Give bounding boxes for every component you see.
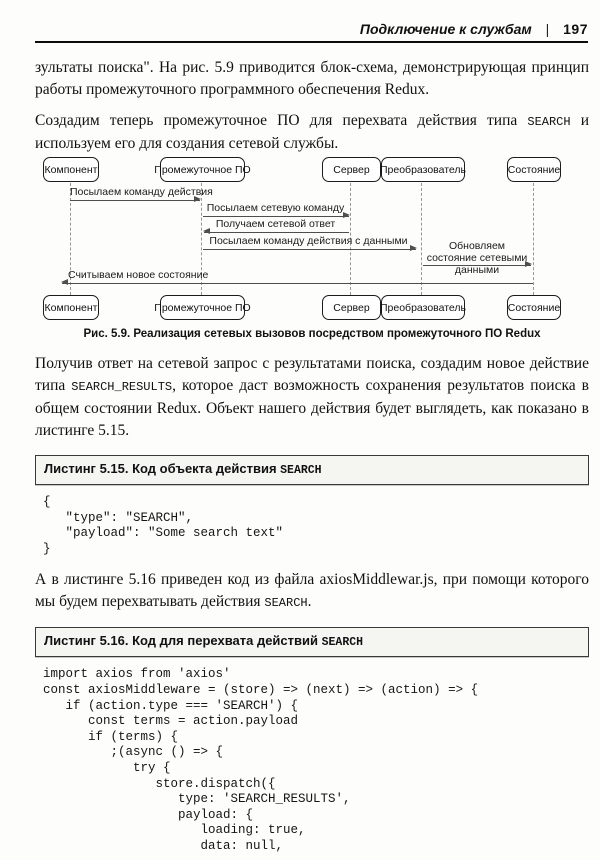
header-rule: [35, 41, 588, 43]
listing-5-16-header: Листинг 5.16. Код для перехвата действий…: [35, 627, 589, 658]
actor-box-middleware-bottom: Промежуточное ПО: [154, 295, 251, 320]
chapter-title: Подключение к службам: [359, 21, 532, 37]
paragraph-3-text-cont: , которое даст возможность сохранения ре…: [35, 377, 589, 439]
actor-box-component-top: Компонент: [43, 157, 99, 182]
lifeline-middleware: [201, 183, 202, 295]
inline-code-search: SEARCH: [527, 115, 571, 129]
paragraph-4-text: А в листинге 5.16 приведен код из файла …: [35, 571, 589, 611]
actor-box-server-top: Сервер: [322, 157, 381, 182]
actor-box-transformer-bottom: Преобразователь: [380, 295, 466, 320]
paragraph-2: Создадим теперь промежуточное ПО для пер…: [35, 110, 589, 155]
page-number: 197: [563, 21, 588, 37]
actor-box-state-top: Состояние: [507, 157, 561, 182]
message-arrow-send-network-command: [203, 212, 350, 219]
running-head: Подключение к службам | 197: [35, 20, 588, 38]
paragraph-2-text: Создадим теперь промежуточное ПО для пер…: [35, 112, 528, 129]
message-label-dispatch-action: Посылаем команду действия: [70, 186, 213, 198]
paragraph-1: зультаты поиска". На рис. 5.9 приводится…: [35, 57, 589, 101]
actor-box-middleware-top: Промежуточное ПО: [154, 157, 251, 182]
lifeline-state: [533, 183, 534, 295]
lifeline-server: [350, 183, 351, 295]
listing-5-16-title: Листинг 5.16. Код для перехвата действий: [44, 633, 322, 649]
paragraph-2-text-cont: и используем его для создания сетевой сл…: [35, 112, 590, 152]
actor-box-transformer-top: Преобразователь: [380, 157, 466, 182]
lifeline-component: [70, 183, 71, 295]
message-arrow-dispatch-action: [70, 196, 201, 203]
message-label-send-network-command: Посылаем сетевую команду: [206, 202, 345, 214]
inline-code-search-2: SEARCH: [264, 596, 308, 611]
message-arrow-update-state: [423, 261, 532, 268]
figure-caption: Рис. 5.9. Реализация сетевых вызовов пос…: [83, 328, 541, 340]
message-arrow-receive-network-response: [203, 228, 349, 235]
paragraph-4-text-cont: .: [307, 593, 312, 611]
message-arrow-dispatch-action-with-data: [203, 245, 417, 252]
actor-box-state-bottom: Состояние: [507, 295, 561, 320]
listing-5-15-title: Листинг 5.15. Код объекта действия: [44, 461, 281, 476]
actor-box-server-bottom: Сервер: [322, 295, 381, 320]
actor-box-component-bottom: Компонент: [43, 295, 99, 320]
lifeline-transformer: [421, 183, 422, 295]
listing-5-15-title-code: SEARCH: [280, 464, 322, 477]
listing-5-15-code: { "type": "SEARCH", "payload": "Some sea…: [43, 495, 284, 556]
inline-code-search-results: SEARCH_RESULTS: [71, 380, 173, 394]
message-label-read-new-state: Считываем новое состояние: [68, 269, 209, 281]
paragraph-4: А в листинге 5.16 приведен код из файла …: [35, 569, 589, 614]
header-separator: |: [545, 21, 550, 37]
listing-5-16-code: import axios from 'axios' const axiosMid…: [43, 667, 479, 853]
paragraph-3-text: Получив ответ на сетевой запрос с резуль…: [35, 355, 589, 394]
message-arrow-read-new-state: [61, 279, 533, 286]
message-label-dispatch-action-with-data: Посылаем команду действия с данными: [209, 235, 408, 247]
paragraph-1-text: зультаты поиска". На рис. 5.9 приводится…: [35, 59, 589, 98]
listing-5-15-header: Листинг 5.15. Код объекта действия SEARC…: [35, 455, 589, 485]
sequence-diagram: Компонент Промежуточное ПО Сервер Преобр…: [0, 157, 600, 323]
listing-5-16-title-code: SEARCH: [321, 636, 364, 650]
paragraph-3: Получив ответ на сетевой запрос с резуль…: [35, 353, 589, 442]
message-label-update-state: Обновляем состояние сетевыми данными: [426, 240, 528, 276]
message-label-receive-network-response: Получаем сетевой ответ: [215, 218, 336, 230]
book-page: Подключение к службам | 197 зультаты пои…: [0, 20, 600, 860]
